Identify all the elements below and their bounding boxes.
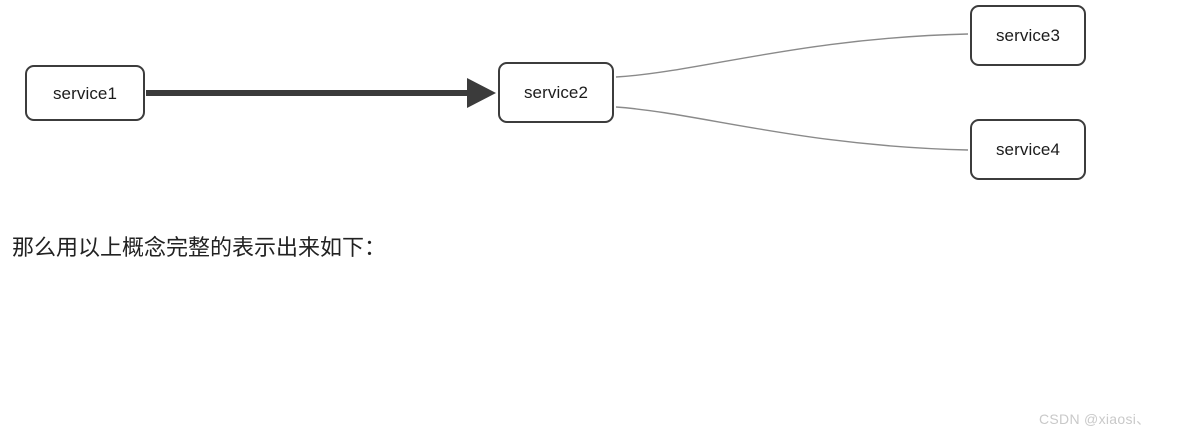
service-dependency-diagram: service1 service2 service3 service4 (0, 0, 1182, 210)
arrowhead-icon (467, 78, 496, 108)
node-service2[interactable]: service2 (498, 62, 614, 123)
node-service1[interactable]: service1 (25, 65, 145, 121)
node-label-service2: service2 (523, 83, 589, 102)
body-paragraph: 那么用以上概念完整的表示出来如下： (12, 235, 387, 260)
diagram-edges-layer (146, 33, 969, 151)
node-label-service1: service1 (52, 83, 118, 103)
edge-service2-to-service3 (615, 33, 969, 78)
node-label-service4: service4 (995, 140, 1061, 159)
edge-service2-to-service4 (615, 106, 969, 151)
node-service4[interactable]: service4 (970, 119, 1086, 180)
csdn-watermark: CSDN @xiaosi、 (1039, 411, 1151, 427)
node-label-service3: service3 (995, 26, 1061, 45)
node-service3[interactable]: service3 (970, 5, 1086, 66)
edge-service1-to-service2 (146, 78, 496, 108)
